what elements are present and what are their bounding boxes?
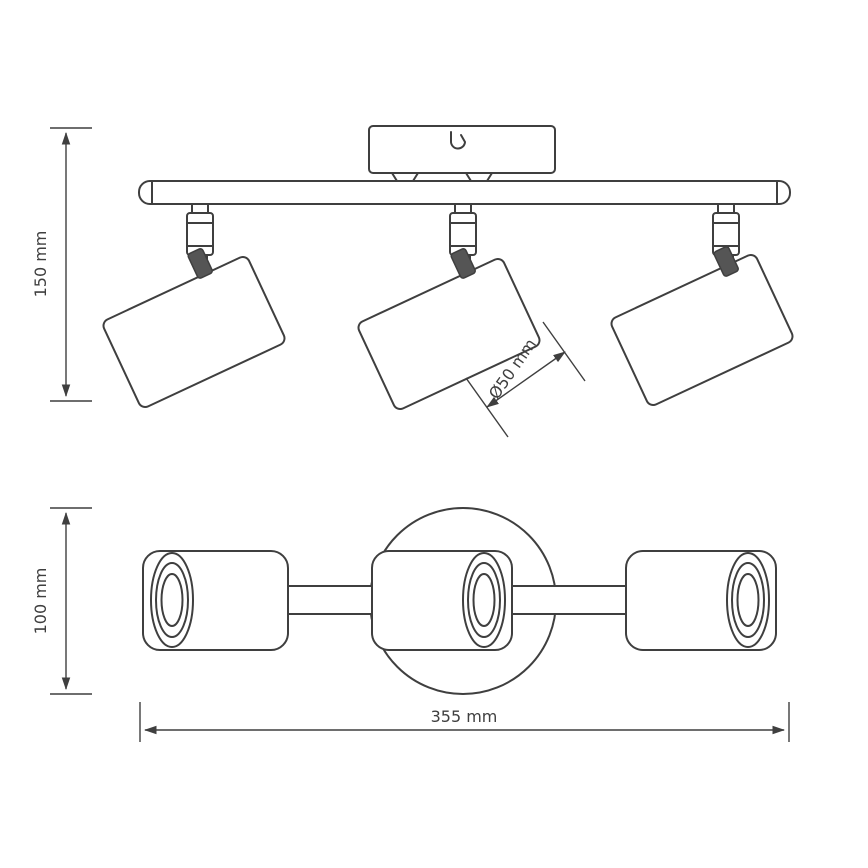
swivel-joint-right (713, 246, 739, 277)
front-view: 150 mm Ø50 mm (31, 125, 794, 438)
cable-hook-icon (450, 131, 466, 150)
connector-right (507, 585, 629, 615)
dimension-width-355: 355 mm (139, 702, 790, 742)
swivel-joint-left (187, 248, 213, 279)
shade-right (610, 253, 794, 407)
lamp-holder-left (142, 550, 289, 651)
dimension-depth-100: 100 mm (31, 507, 92, 695)
dimension-height-150-label: 150 mm (31, 231, 50, 298)
shade-center (357, 257, 541, 411)
ceiling-mount-box (368, 125, 556, 182)
shade-left (102, 255, 286, 409)
dimension-width-355-label: 355 mm (431, 707, 498, 726)
dimension-height-150: 150 mm (31, 127, 92, 402)
bottom-view: 100 mm 355 mm (31, 507, 790, 742)
dimension-depth-100-label: 100 mm (31, 568, 50, 635)
lamp-holder-center (371, 550, 513, 651)
lamp-holder-right (625, 550, 777, 651)
connector-left (283, 585, 377, 615)
mounting-rail (138, 180, 791, 205)
swivel-joint-center (450, 248, 476, 279)
